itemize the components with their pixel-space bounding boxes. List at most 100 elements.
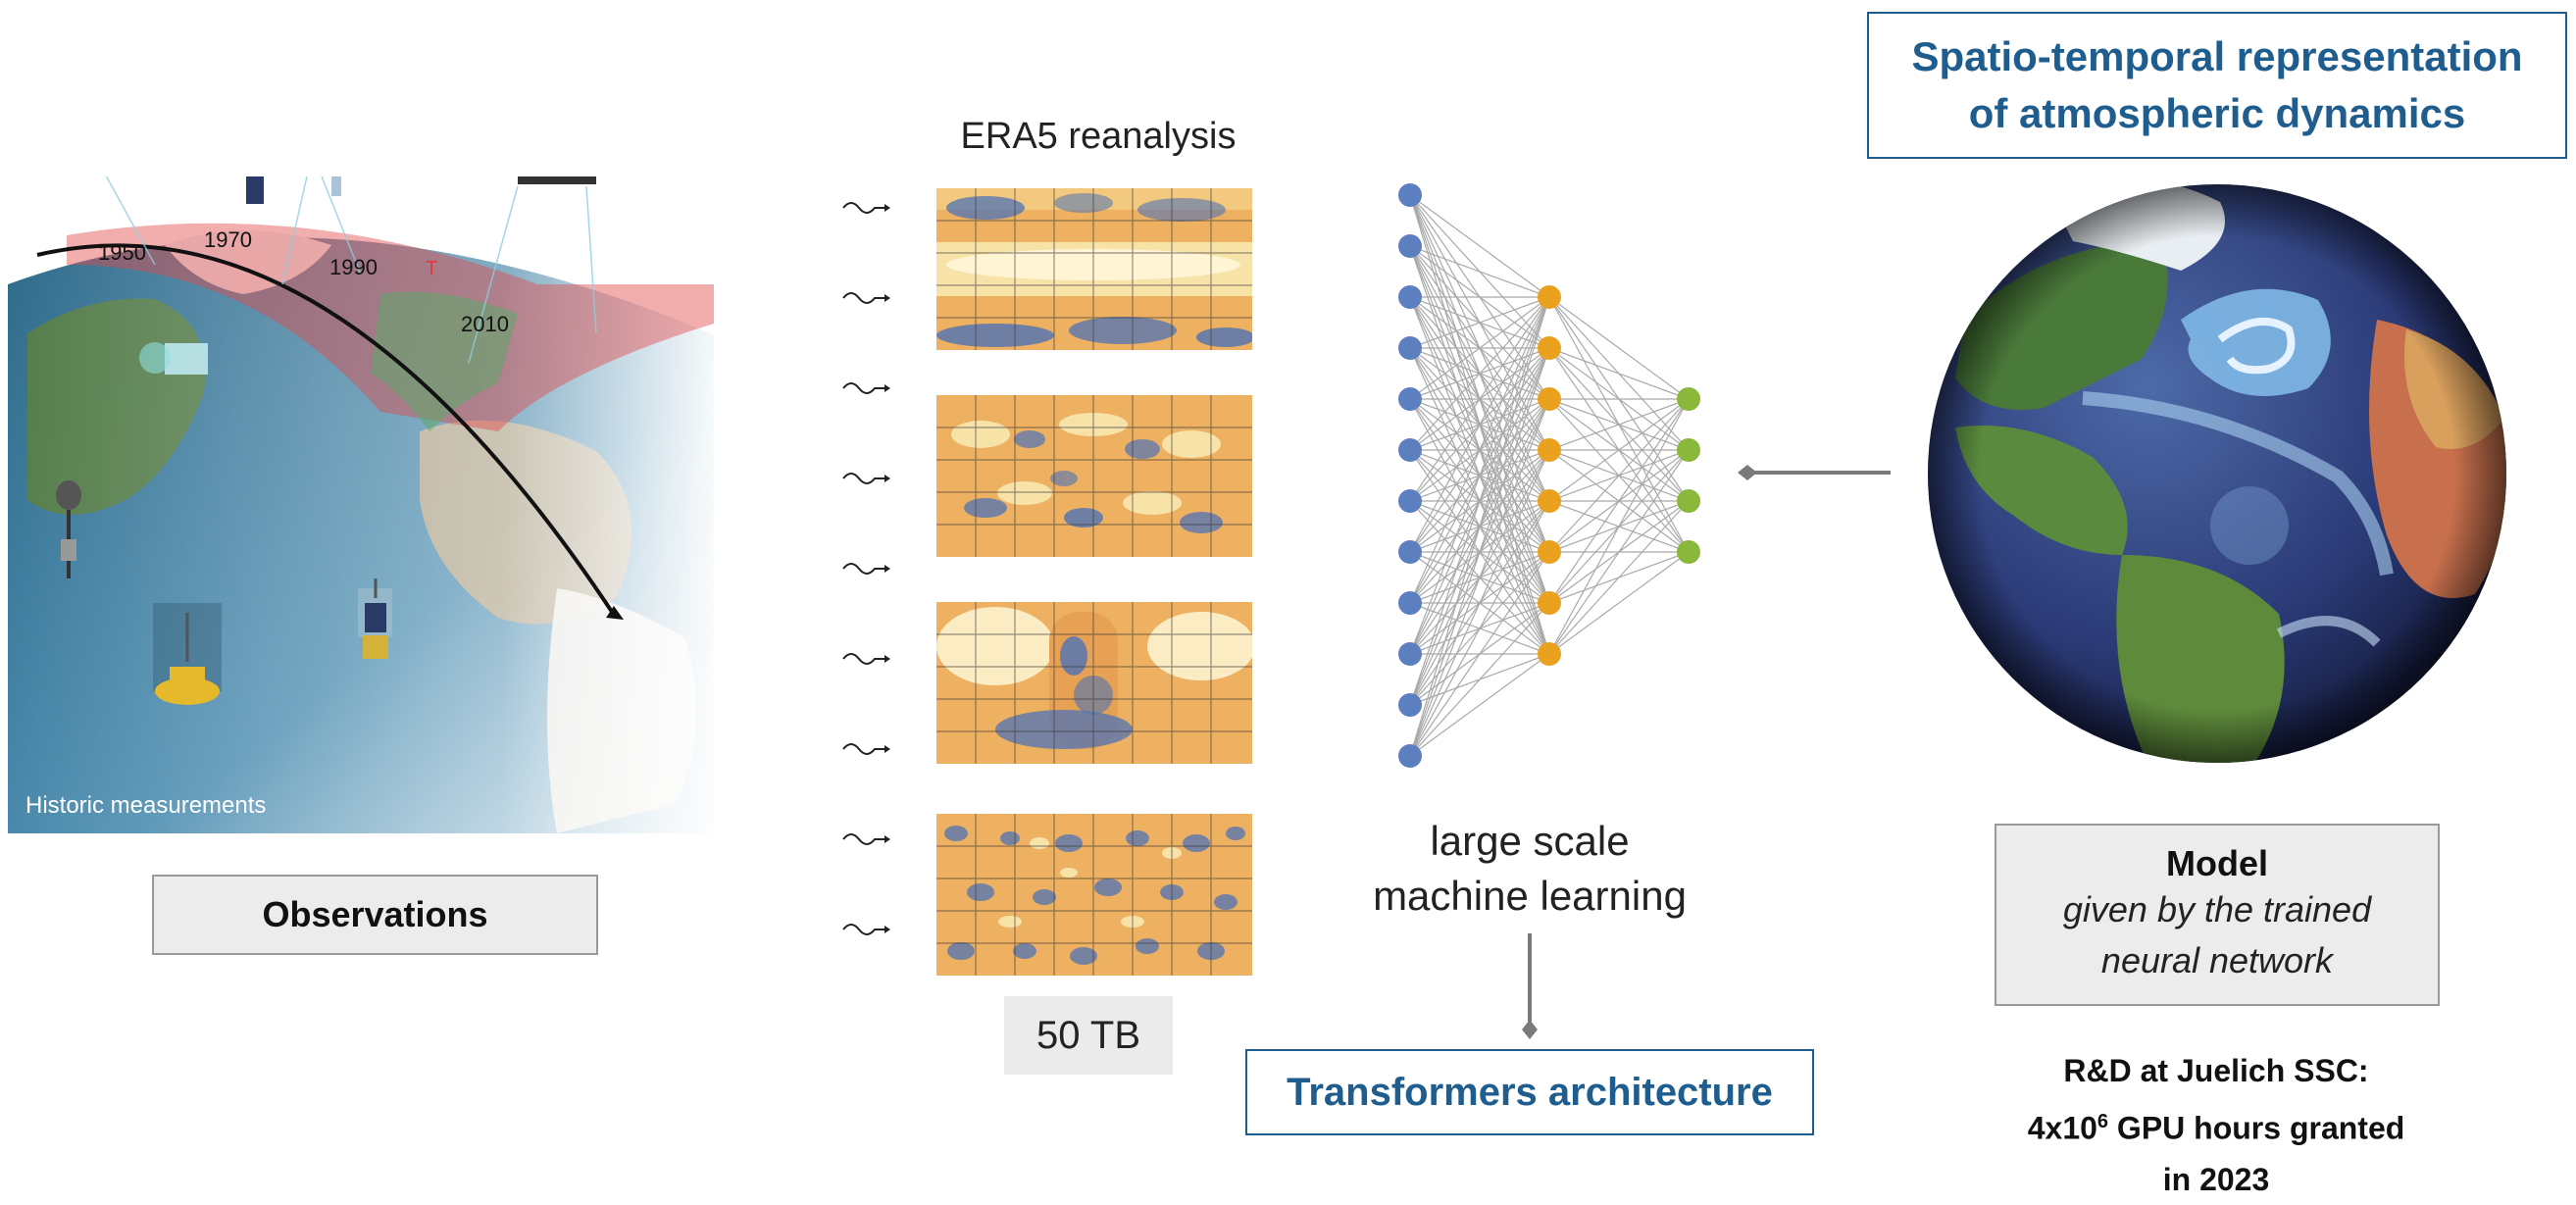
nn-connection bbox=[1548, 398, 1690, 553]
rd-line2: 4x106 GPU hours granted bbox=[1951, 1096, 2481, 1154]
observations-box: Observations bbox=[152, 875, 598, 955]
nn-connection bbox=[1548, 500, 1690, 655]
year-label-1950: 1950 bbox=[98, 240, 146, 265]
observations-label: Observations bbox=[262, 894, 488, 934]
nn-node-layer-1 bbox=[1398, 234, 1422, 258]
nn-node-layer-1 bbox=[1398, 285, 1422, 309]
nn-node-layer-2 bbox=[1538, 591, 1561, 615]
tilde-arrow-icon bbox=[842, 924, 890, 935]
nn-node-layer-1 bbox=[1398, 744, 1422, 768]
nn-connection bbox=[1409, 296, 1550, 349]
nn-node-layer-2 bbox=[1538, 387, 1561, 411]
ml-label-line2: machine learning bbox=[1373, 873, 1687, 919]
ml-label-line1: large scale bbox=[1430, 818, 1630, 864]
nn-connection bbox=[1409, 347, 1550, 757]
spatio-temporal-title-box: Spatio-temporal representation of atmosp… bbox=[1867, 12, 2567, 159]
era5-field-tile-1 bbox=[936, 188, 1252, 350]
ml-label: large scale machine learning bbox=[1334, 814, 1726, 924]
nn-node-layer-1 bbox=[1398, 183, 1422, 207]
nn-connection bbox=[1409, 194, 1550, 298]
nn-node-layer-2 bbox=[1538, 489, 1561, 513]
nn-connection bbox=[1548, 398, 1690, 502]
nn-node-layer-3 bbox=[1677, 540, 1700, 564]
nn-node-layer-1 bbox=[1398, 642, 1422, 666]
float-instrument-icon bbox=[358, 578, 392, 659]
tilde-arrow-icon bbox=[842, 292, 890, 304]
nn-node-layer-1 bbox=[1398, 540, 1422, 564]
nn-connection bbox=[1409, 296, 1550, 502]
nn-connection bbox=[1409, 296, 1550, 655]
nn-connection bbox=[1409, 296, 1550, 757]
nn-node-layer-3 bbox=[1677, 489, 1700, 513]
nn-connection bbox=[1548, 449, 1690, 655]
nn-node-layer-1 bbox=[1398, 489, 1422, 513]
nn-node-layer-1 bbox=[1398, 387, 1422, 411]
ml-to-transformers-connector bbox=[1522, 933, 1538, 1039]
nn-node-layer-3 bbox=[1677, 387, 1700, 411]
tilde-arrow-icon bbox=[842, 833, 890, 845]
neural-network-diagram bbox=[1398, 183, 1700, 768]
nn-connection bbox=[1409, 653, 1550, 757]
nn-connection bbox=[1548, 347, 1690, 400]
buoy-icon bbox=[153, 603, 222, 705]
radiosonde-icon bbox=[56, 480, 81, 578]
spatio-title-line1: Spatio-temporal representation bbox=[1911, 33, 2523, 79]
tilde-arrow-icon bbox=[842, 382, 890, 394]
dataset-size-badge: 50 TB bbox=[1004, 996, 1173, 1075]
nn-connection bbox=[1548, 551, 1690, 655]
nn-connection bbox=[1409, 296, 1550, 706]
transformers-architecture-label: Transformers architecture bbox=[1287, 1070, 1773, 1114]
nn-connection bbox=[1548, 296, 1690, 400]
globe-to-network-connector bbox=[1738, 465, 1891, 480]
model-subtitle-line2: neural network bbox=[2100, 940, 2334, 980]
rd-line3: in 2023 bbox=[2162, 1161, 2270, 1197]
satellite-large-icon bbox=[518, 176, 596, 184]
nn-connection bbox=[1548, 398, 1690, 604]
transformers-architecture-box: Transformers architecture bbox=[1245, 1049, 1814, 1135]
rd-line2-exponent: 6 bbox=[2096, 1111, 2109, 1132]
rd-info-text: R&D at Juelich SSC: 4x106 GPU hours gran… bbox=[1951, 1045, 2481, 1205]
rd-line2-suffix: GPU hours granted bbox=[2108, 1110, 2405, 1146]
year-label-1970: 1970 bbox=[204, 227, 252, 252]
tilde-arrow-icon bbox=[842, 653, 890, 665]
dataset-size-label: 50 TB bbox=[1036, 1013, 1140, 1057]
nn-connection bbox=[1409, 296, 1550, 553]
earth-globe-image bbox=[1928, 184, 2506, 763]
model-subtitle-line1: given by the trained bbox=[2062, 889, 2372, 929]
nn-connection bbox=[1409, 551, 1550, 757]
spatio-title-line2: of atmospheric dynamics bbox=[1968, 90, 2466, 136]
tilde-arrow-icon bbox=[842, 743, 890, 755]
era5-title: ERA5 reanalysis bbox=[960, 116, 1237, 157]
nn-node-layer-2 bbox=[1538, 642, 1561, 666]
earth-satellites-illustration: T bbox=[8, 176, 714, 833]
nn-node-layer-2 bbox=[1538, 336, 1561, 360]
observations-illustration: T 1950 1970 1990 2010 Historic measureme… bbox=[8, 176, 714, 833]
nn-connection bbox=[1548, 398, 1690, 655]
nn-node-layer-2 bbox=[1538, 438, 1561, 462]
nn-connection bbox=[1409, 449, 1550, 757]
nn-node-layer-1 bbox=[1398, 591, 1422, 615]
nn-connection bbox=[1409, 296, 1550, 400]
nn-connection bbox=[1409, 245, 1550, 298]
nn-connection bbox=[1409, 296, 1550, 604]
nn-connection bbox=[1548, 398, 1690, 451]
nn-node-layer-1 bbox=[1398, 693, 1422, 717]
nn-node-layer-3 bbox=[1677, 438, 1700, 462]
rd-line2-prefix: 4x10 bbox=[2027, 1110, 2097, 1146]
year-label-1990: 1990 bbox=[329, 255, 378, 279]
model-title: Model bbox=[2166, 843, 2268, 883]
rd-line1: R&D at Juelich SSC: bbox=[2063, 1053, 2369, 1088]
tilde-arrow-icon bbox=[842, 202, 890, 214]
historic-measurements-caption: Historic measurements bbox=[25, 792, 267, 819]
era5-field-tile-4 bbox=[936, 814, 1252, 976]
svg-text:T: T bbox=[426, 258, 437, 279]
era5-field-tile-2 bbox=[936, 395, 1252, 557]
nn-connection bbox=[1409, 296, 1550, 451]
year-label-2010: 2010 bbox=[461, 312, 509, 336]
nn-connection bbox=[1409, 500, 1550, 757]
era5-field-tile-3 bbox=[936, 602, 1252, 764]
nn-node-layer-2 bbox=[1538, 285, 1561, 309]
model-box: Model given by the trained neural networ… bbox=[1995, 824, 2440, 1006]
tilde-arrow-icon bbox=[842, 473, 890, 484]
nn-node-layer-1 bbox=[1398, 336, 1422, 360]
